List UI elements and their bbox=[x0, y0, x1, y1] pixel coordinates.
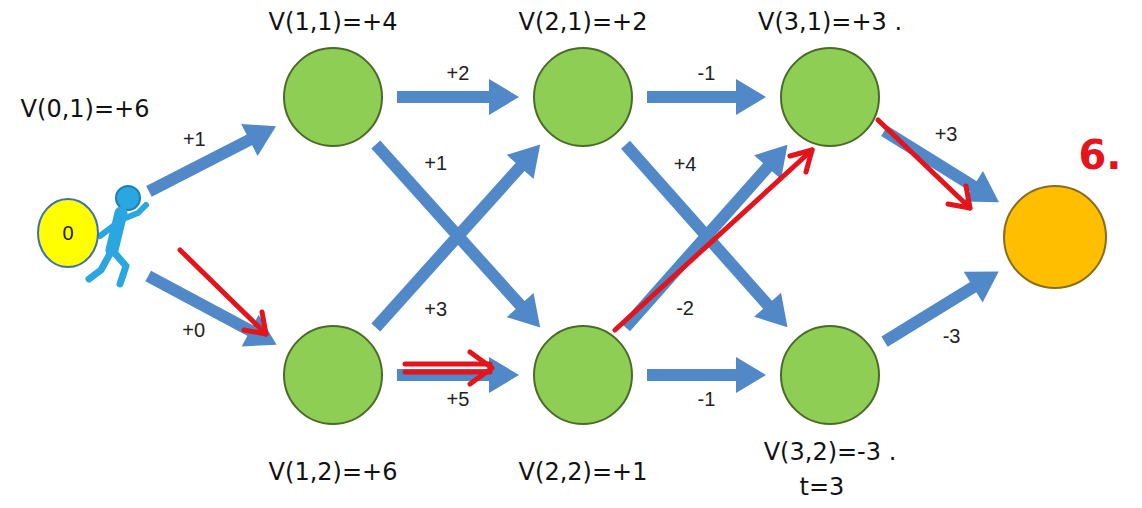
arrow-head bbox=[489, 357, 519, 393]
state-node: V(1,1)=+4 bbox=[283, 47, 383, 147]
reward-label: +3 bbox=[932, 122, 961, 145]
reward-label: +3 bbox=[421, 297, 450, 320]
arrow-shaft bbox=[647, 369, 738, 381]
edge-arrow bbox=[376, 145, 540, 328]
state-node: V(2,1)=+2 bbox=[533, 47, 633, 147]
start-node: 0V(0,1)=+6 bbox=[37, 198, 99, 268]
value-label: V(0,1)=+6 bbox=[21, 96, 150, 124]
reward-label: +0 bbox=[179, 318, 208, 341]
reward-label: +4 bbox=[671, 152, 700, 175]
state-node: V(2,2)=+1 bbox=[533, 325, 633, 425]
value-label: V(2,2)=+1 bbox=[519, 459, 648, 487]
reward-label: +2 bbox=[444, 62, 473, 85]
reward-label: +1 bbox=[421, 152, 450, 175]
arrow-head bbox=[507, 145, 540, 179]
node-shape bbox=[780, 325, 880, 425]
node-label: 0 bbox=[62, 222, 73, 245]
reward-label: +1 bbox=[180, 127, 209, 150]
arrow-head bbox=[736, 79, 766, 115]
end-node: 6. bbox=[1003, 185, 1107, 289]
reward-label: +5 bbox=[444, 388, 473, 411]
arrow-shaft bbox=[376, 165, 522, 327]
value-label: V(3,2)=-3 . bbox=[764, 439, 897, 467]
edge-arrow bbox=[149, 124, 276, 192]
node-shape bbox=[533, 47, 633, 147]
arrow-head bbox=[241, 124, 276, 156]
reward-label: -3 bbox=[940, 324, 964, 347]
arrow-head bbox=[736, 357, 766, 393]
time-label: t=3 bbox=[800, 474, 845, 502]
edge-arrow bbox=[376, 145, 540, 328]
reward-label: -1 bbox=[695, 388, 719, 411]
node-shape bbox=[283, 47, 383, 147]
node-shape bbox=[533, 325, 633, 425]
arrow-shaft bbox=[626, 145, 769, 306]
value-label: V(3,1)=+3 . bbox=[758, 9, 902, 37]
arrow-shaft bbox=[397, 91, 491, 103]
reward-label: -1 bbox=[695, 62, 719, 85]
edge-arrow bbox=[148, 276, 276, 346]
arrow-head bbox=[489, 79, 519, 115]
node-shape bbox=[1003, 185, 1107, 289]
reward-label: -2 bbox=[673, 297, 697, 320]
node-shape bbox=[780, 47, 880, 147]
arrow-shaft bbox=[376, 145, 522, 307]
node-shape bbox=[283, 325, 383, 425]
state-node: V(3,1)=+3 . bbox=[780, 47, 880, 147]
value-label: 6. bbox=[1078, 132, 1121, 178]
value-label: V(1,2)=+6 bbox=[269, 459, 398, 487]
arrow-head bbox=[754, 293, 787, 327]
state-node: V(3,2)=-3 . bbox=[780, 325, 880, 425]
value-label: V(2,1)=+2 bbox=[519, 9, 648, 37]
state-node: V(1,2)=+6 bbox=[283, 325, 383, 425]
arrow-shaft bbox=[647, 91, 738, 103]
arrow-head bbox=[964, 272, 999, 303]
arrow-head bbox=[507, 293, 540, 327]
value-label: V(1,1)=+4 bbox=[269, 9, 398, 37]
